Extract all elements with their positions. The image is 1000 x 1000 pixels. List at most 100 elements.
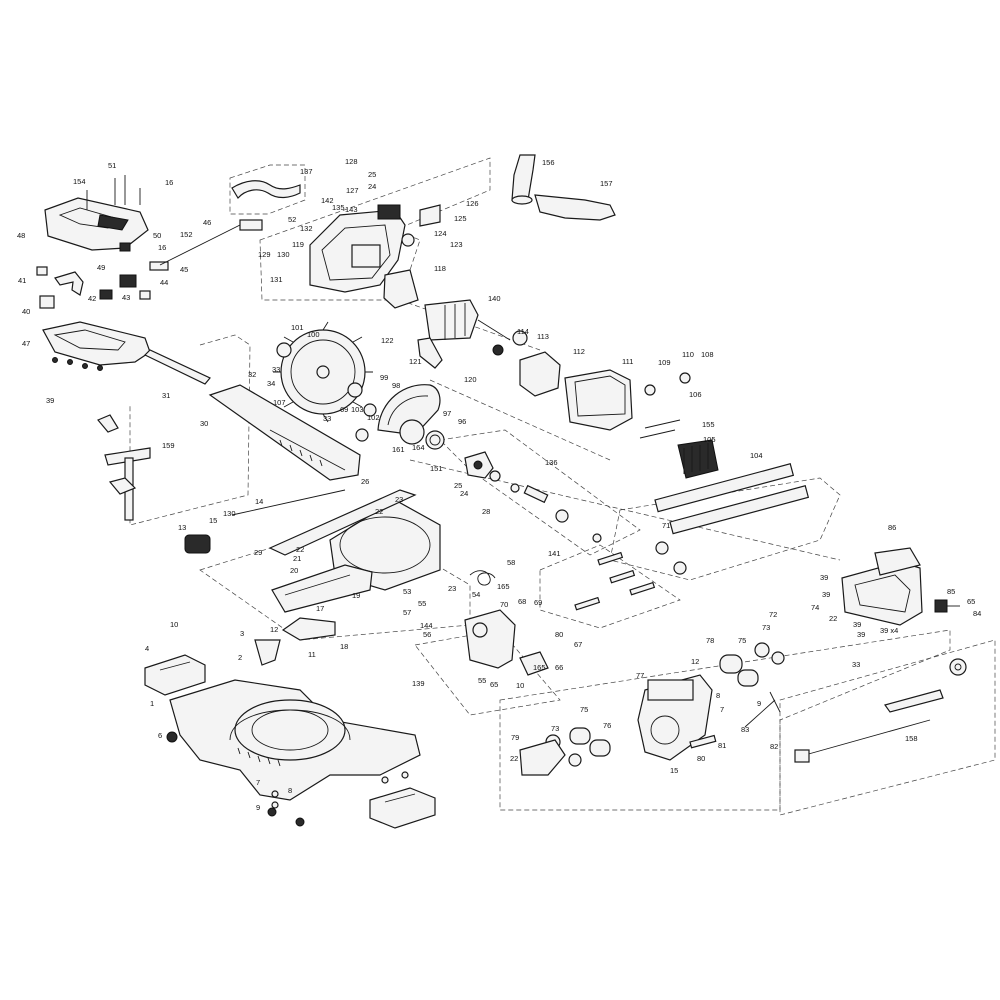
callout-label: 126: [466, 199, 479, 208]
callout-label: 122: [381, 336, 394, 345]
extension-arm: [271, 564, 373, 613]
callout-label: 45: [180, 265, 188, 274]
guard-link: [417, 337, 443, 369]
callout-label: 4: [145, 644, 149, 653]
callout-label: 108: [701, 350, 714, 359]
callout-label: 3: [240, 629, 244, 638]
bevel-housing: [637, 674, 713, 761]
callout-label: 55: [418, 599, 426, 608]
callout-label: 156: [542, 158, 555, 167]
callout-label: 98: [392, 381, 400, 390]
stator: [519, 351, 561, 397]
callout-label: 39: [857, 630, 865, 639]
callout-label: 102: [367, 413, 380, 422]
callout-label: 56: [423, 630, 431, 639]
callout-label: 39 x4: [880, 626, 898, 635]
callout-label: 8: [288, 786, 292, 795]
callout-label: 33: [852, 660, 860, 669]
callout-label: 66: [555, 663, 563, 672]
callout-label: 140: [488, 294, 501, 303]
callout-label: 12: [691, 657, 699, 666]
callout-label: 22: [510, 754, 518, 763]
callout-label: 53: [403, 587, 411, 596]
callout-label: 18: [340, 642, 348, 651]
callout-label: 155: [702, 420, 715, 429]
callout-label: 75: [580, 705, 588, 714]
callout-label: 19: [352, 591, 360, 600]
callout-label: 20: [290, 566, 298, 575]
handle-base: [42, 321, 151, 371]
callout-label: 65: [967, 597, 975, 606]
callout-label: 17: [316, 604, 324, 613]
callout-label: 39: [853, 620, 861, 629]
base-feet: [144, 654, 436, 829]
callout-label: 43: [122, 293, 130, 302]
callout-label: 6: [158, 731, 162, 740]
fence: [143, 349, 361, 481]
callout-label: 74: [811, 603, 819, 612]
outline-shaft-group: [439, 429, 641, 556]
callout-label: 46: [203, 218, 211, 227]
rear-bracket: [841, 547, 923, 626]
callout-label: 86: [888, 523, 896, 532]
callout-label: 113: [537, 332, 549, 341]
callout-label: 82: [770, 742, 778, 751]
callout-label: 165: [497, 582, 510, 591]
callout-label: 164: [412, 443, 425, 452]
lock-lever: [254, 617, 336, 666]
outline-fence-group: [129, 334, 251, 526]
callout-label: 161: [392, 445, 405, 454]
callout-label: 132: [300, 224, 313, 233]
callout-label: 40: [22, 307, 30, 316]
callout-label: 152: [180, 230, 193, 239]
callout-label: 100: [307, 330, 320, 339]
callout-label: 70: [500, 600, 508, 609]
callout-label: 80: [555, 630, 563, 639]
callout-label: 8: [716, 691, 720, 700]
callout-label: 51: [108, 161, 116, 170]
callout-label: 111: [622, 357, 633, 366]
base-hardware: [166, 731, 409, 827]
callout-label: 25: [454, 481, 462, 490]
callout-label: 55: [478, 676, 486, 685]
callout-label: 128: [345, 157, 358, 166]
callout-label: 1: [150, 699, 154, 708]
callout-label: 142: [321, 196, 334, 205]
callout-label: 41: [18, 276, 26, 285]
motor-end-cap: [677, 439, 719, 479]
callout-label: 11: [308, 650, 316, 659]
armature: [424, 299, 511, 341]
table-insert: [231, 489, 417, 556]
callout-label: 7: [720, 705, 724, 714]
callout-label: 10: [170, 620, 178, 629]
callout-label: 9: [757, 699, 761, 708]
callout-label: 33: [272, 365, 280, 374]
callout-label: 80: [697, 754, 705, 763]
callout-label: 39: [822, 590, 830, 599]
blade-guard: [377, 384, 441, 445]
callout-label: 154: [73, 177, 86, 186]
callout-label: 39: [820, 573, 828, 582]
callout-label: 65: [490, 680, 498, 689]
callout-label: 96: [458, 417, 466, 426]
callout-label: 24: [460, 489, 468, 498]
callout-label: 29: [254, 548, 262, 557]
callout-label: 119: [292, 240, 304, 249]
callout-label: 79: [511, 733, 519, 742]
callout-label: 31: [162, 391, 170, 400]
callout-label: 101: [291, 323, 304, 332]
motor-body: [564, 369, 633, 431]
callout-label: 143: [345, 205, 358, 214]
callout-label: 48: [17, 231, 25, 240]
motor-housing: [309, 204, 441, 293]
callout-label: 85: [947, 587, 955, 596]
brush-cover: [383, 269, 419, 309]
callout-label: 103: [351, 405, 364, 414]
callout-label: 125: [454, 214, 467, 223]
callout-label: 123: [450, 240, 463, 249]
blade-flanges: [276, 342, 377, 442]
dust-chute: [511, 154, 536, 205]
torsion-spring: [469, 570, 496, 586]
callout-label: 137: [300, 167, 313, 176]
